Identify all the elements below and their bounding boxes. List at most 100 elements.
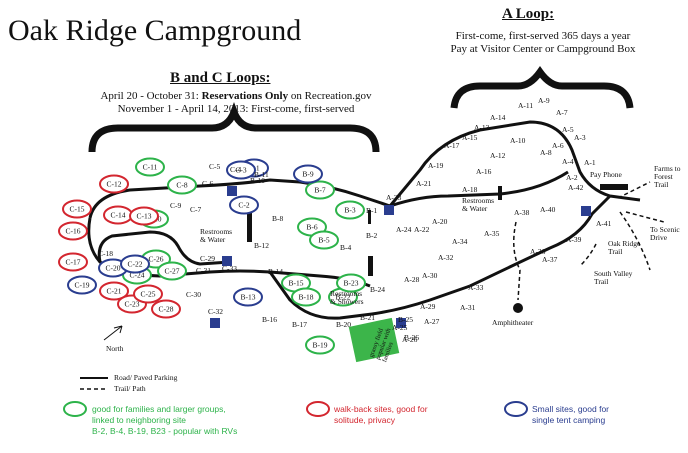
b-loop-road — [268, 271, 471, 320]
campsite-label: C-13 — [137, 212, 152, 221]
site-label-a-7: A-7 — [556, 108, 568, 117]
campsite-circle — [129, 206, 159, 226]
campsite-label: C-22 — [128, 260, 143, 269]
trail-path-5 — [579, 243, 597, 267]
site-label-b-10: B-10 — [250, 176, 265, 185]
campsite-b-3: B-3 — [335, 200, 365, 220]
site-label-a-31: A-31 — [460, 303, 476, 312]
site-label-c-18: C-18 — [98, 249, 113, 258]
site-label-a-2: A-2 — [566, 173, 578, 182]
campsite-label: C-19 — [75, 281, 90, 290]
campsite-label: B-23 — [344, 279, 359, 288]
campsite-label: C-26 — [149, 255, 164, 264]
site-label-a-11: A-11 — [518, 101, 533, 110]
legend-trail-label: Trail/ Path — [114, 384, 146, 393]
campsite-c-14: C-14 — [103, 205, 133, 225]
trail-path-3 — [625, 211, 665, 223]
site-label-a-16: A-16 — [476, 167, 492, 176]
campsite-circle — [67, 275, 97, 295]
campsite-b-18: B-18 — [291, 287, 321, 307]
campsite-circle — [309, 230, 339, 250]
site-label-b-12: B-12 — [254, 241, 269, 250]
campsite-circle — [291, 287, 321, 307]
bc-loops-line1: April 20 - October 31: Reservations Only… — [100, 90, 372, 102]
site-label-a-22: A-22 — [414, 225, 430, 234]
campsite-label: C-14 — [111, 211, 126, 220]
campsite-circle — [99, 174, 129, 194]
trail-path — [513, 221, 521, 301]
campsite-c-25: C-25 — [133, 284, 163, 304]
campsite-label: C-27 — [165, 267, 180, 276]
pay-phone-label: Pay Phone — [590, 170, 622, 179]
site-label-b-20: B-20 — [336, 320, 351, 329]
c-loop-road-2 — [87, 217, 371, 288]
campsite-circle — [305, 180, 335, 200]
a-loop-line1: First-come, first-served 365 days a year — [455, 30, 631, 42]
legend-green-text: good for families and larger groups,link… — [92, 404, 238, 436]
site-label-a-9: A-9 — [538, 96, 550, 105]
campsite-label: C-20 — [106, 264, 121, 273]
campsite-c-3: C-3 — [226, 160, 256, 180]
c-loop-inner-road — [97, 230, 231, 266]
campsite-circle — [335, 200, 365, 220]
site-label-a-28: A-28 — [404, 275, 420, 284]
campsite-b-23: B-23 — [336, 273, 366, 293]
restrooms-showers-label: Restrooms& Showers — [330, 289, 364, 306]
campsite-label: C-25 — [141, 290, 156, 299]
campsite-c-12: C-12 — [99, 174, 129, 194]
restroom-building-showers — [368, 256, 373, 276]
north-arrow-icon — [103, 325, 123, 341]
site-label-a-32: A-32 — [438, 253, 454, 262]
campsite-c-28: C-28 — [151, 299, 181, 319]
campsite-label: C-15 — [70, 205, 85, 214]
campsite-label: C-3 — [235, 166, 247, 175]
campsite-circle — [99, 281, 129, 301]
campsite-circle — [157, 261, 187, 281]
campsite-c-13: C-13 — [129, 206, 159, 226]
campsite-label: B-18 — [299, 293, 314, 302]
site-label-c-6: C-6 — [202, 179, 214, 188]
legend-red-circle — [306, 401, 330, 417]
campsite-label: C-2 — [238, 201, 250, 210]
site-label-a-24: A-24 — [396, 225, 412, 234]
campsite-b-13: B-13 — [233, 287, 263, 307]
site-label-b-21: B-21 — [360, 313, 375, 322]
campsite-label: C-8 — [176, 181, 188, 190]
site-label-a-34: A-34 — [452, 237, 468, 246]
site-label-a-39: A-39 — [566, 235, 582, 244]
site-label-a-33: A-33 — [468, 283, 484, 292]
restrooms-water-a-label: Restrooms& Water — [462, 196, 495, 213]
legend-green-circle — [63, 401, 87, 417]
site-label-c-30: C-30 — [186, 290, 201, 299]
campsite-label: B-5 — [318, 236, 330, 245]
campsite-c-8: C-8 — [167, 175, 197, 195]
site-label-a-5: A-5 — [562, 125, 574, 134]
campsite-label: B-3 — [344, 206, 356, 215]
site-label-a-41: A-41 — [596, 219, 612, 228]
restroom-building-c — [247, 202, 252, 242]
site-label-a-40: A-40 — [540, 205, 556, 214]
map-title: Oak Ridge Campground — [8, 14, 302, 47]
campsite-label: B-22 — [336, 293, 351, 302]
site-label-b-11: B-11 — [254, 170, 269, 179]
campsite-label: B-15 — [289, 279, 304, 288]
campsite-b-5: B-5 — [309, 230, 339, 250]
site-label-a-8: A-8 — [540, 148, 552, 157]
site-label-a-13: A-13 — [474, 123, 490, 132]
site-label-a-4: A-4 — [562, 157, 574, 166]
campsite-circle — [167, 175, 197, 195]
site-label-b-16: B-16 — [262, 315, 277, 324]
site-label-b-8: B-8 — [272, 214, 284, 223]
campsite-label: C-17 — [66, 258, 81, 267]
site-label-a-27: A-27 — [424, 317, 440, 326]
campsite-c-22: C-22 — [120, 254, 150, 274]
site-label-b-26: B-26 — [404, 333, 419, 342]
site-label-a-17: A-17 — [444, 141, 460, 150]
campsite-circle — [133, 284, 163, 304]
campsite-label: B-9 — [302, 170, 314, 179]
site-label-c-9: C-9 — [170, 201, 182, 210]
